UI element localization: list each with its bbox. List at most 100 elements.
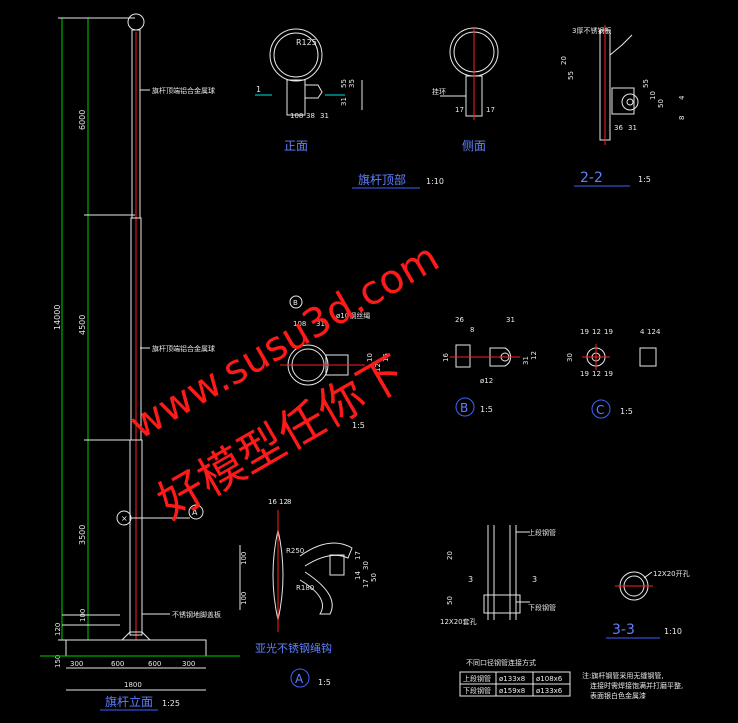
joint-dim-3b: 3 (532, 575, 537, 584)
s22-ring-inner (626, 98, 634, 106)
front-dim-108: 108 (290, 112, 303, 120)
joint-table-title: 不同口径钢管连接方式 (466, 658, 536, 667)
s22-scale: 1:5 (638, 175, 651, 184)
a-dim-17b: 17 (362, 579, 370, 588)
c-dim-bot-12: 12 (592, 370, 601, 378)
c-callout-label: C (596, 403, 604, 417)
s33-note: 12X20开孔 (653, 570, 690, 578)
note-middle: 旗杆顶端铝合金属球 (152, 344, 215, 353)
b-callout-label: B (460, 401, 468, 415)
a-arm-lower (299, 571, 333, 615)
mid-dim-108: 108 (293, 320, 306, 328)
side-dim-17b: 17 (486, 106, 495, 114)
b-dim-8: 8 (470, 326, 474, 334)
joint-dim-50: 50 (446, 596, 454, 605)
b-dim-26: 26 (455, 316, 464, 324)
s22-dim-31: 31 (628, 124, 637, 132)
joint-cell-0-1: ø133x8 (499, 675, 525, 683)
a-callout-circle (290, 668, 310, 688)
note-base: 不锈钢地脚盖板 (172, 610, 221, 619)
base-dim-2: 600 (111, 660, 124, 668)
detail-c: 19 12 19 4 12 4 30 19 12 19 C 1:5 (566, 328, 661, 419)
top-detail-scale: 1:10 (426, 177, 444, 186)
c-dim-bot-19a: 19 (580, 370, 589, 378)
joint-cell-1-1: ø159x8 (499, 687, 525, 695)
pole-elevation: 14000 6000 4500 3500 100 120 150 300 600… (40, 13, 240, 711)
base-dim-4: 300 (182, 660, 195, 668)
front-mark-1: 1 (256, 85, 261, 94)
c-dim-bot-19b: 19 (604, 370, 613, 378)
front-dim-v35: 35 (348, 79, 356, 88)
s22-dim-55b: 55 (642, 79, 650, 88)
joint-dim-20: 20 (446, 551, 454, 560)
joint-cell-1-2: ø133x6 (536, 687, 563, 695)
joint-label-lower: 下段钢管 (528, 603, 556, 612)
front-radius: R125 (296, 38, 317, 47)
c-dim-30: 30 (566, 353, 574, 362)
joint-dim-hole: 12X20套孔 (440, 617, 477, 626)
callout-a-label: A (192, 508, 198, 517)
joint-detail: 上段钢管 下段钢管 20 3 3 50 12X20套孔 不同口径钢管连接方式 上… (440, 525, 571, 697)
a-dim-12: 12 (279, 498, 288, 506)
c-scale: 1:5 (620, 407, 633, 416)
a-dim-100a: 100 (240, 552, 248, 565)
b-dim-d12: ø12 (480, 377, 493, 385)
mid-callout-b-label: B (293, 299, 298, 307)
c-dim-12b: 12 (647, 328, 656, 336)
dim-upper-label: 6000 (78, 110, 87, 130)
s22-dim-8: 8 (678, 116, 686, 120)
base-total: 1800 (124, 681, 142, 689)
b-lug (489, 347, 512, 367)
mid-dim-15: 15 (382, 353, 390, 362)
c-dim-4b: 4 (656, 328, 661, 336)
watermark: www.susu3d.com 好模型任你下 (122, 235, 447, 530)
front-lug (305, 84, 323, 99)
s22-title: 2-2 (580, 170, 603, 186)
a-radius-250: R250 (286, 547, 304, 555)
joint-cell-0-2: ø108x6 (536, 675, 563, 683)
s22-dim-20: 20 (560, 56, 568, 65)
detail-mid: B 108 31 ø10钢丝绳 10 12 15 1:5 (280, 295, 390, 430)
a-dim-14: 14 (354, 571, 362, 580)
top-detail: 1 R125 108 38 31 55 35 31 正面 挂环 17 17 侧面… (255, 27, 499, 189)
elevation-scale: 1:25 (162, 699, 180, 708)
front-dim-38: 38 (306, 112, 315, 120)
b-dim-16: 16 (442, 353, 450, 362)
joint-cell-1-0: 下段钢管 (463, 686, 491, 695)
dim-base-a: 100 (79, 609, 87, 622)
dim-base-b: 120 (54, 623, 62, 636)
c-dim-12: 12 (592, 328, 601, 336)
base-dim-1: 300 (70, 660, 83, 668)
a-title: 亚光不锈钢绳钩 (255, 641, 332, 655)
pole-lower-segment (129, 439, 143, 636)
a-dim-17a: 17 (354, 551, 362, 560)
note-line-3: 表面银白色金属漆 (590, 691, 646, 700)
detail-b: 26 8 31 16 31 12 ø12 B 1:5 (442, 316, 538, 417)
dim-middle-label: 4500 (78, 315, 87, 335)
a-dim-30: 30 (362, 561, 370, 570)
section-2-2: 3厚不锈钢板 20 55 10 50 55 36 31 4 8 2-2 1:5 (560, 25, 686, 187)
s22-dim-55: 55 (567, 71, 575, 80)
s22-dim-4: 4 (678, 95, 686, 100)
a-arm-upper (299, 542, 353, 567)
joint-dim-3a: 3 (468, 575, 473, 584)
s22-ring (621, 93, 639, 111)
section-3-3: 12X20开孔 3-3 1:10 (606, 570, 690, 639)
s22-bracket (609, 34, 633, 56)
s22-dim-10: 10 (649, 91, 657, 100)
s22-clamp (611, 87, 635, 115)
a-scale: 1:5 (318, 678, 331, 687)
dim-total-label: 14000 (53, 305, 62, 330)
front-label: 正面 (284, 139, 308, 153)
mid-dim-12: 12 (374, 363, 382, 372)
elevation-title: 旗杆立面 (105, 694, 153, 709)
general-notes: 注:旗杆钢管采用无缝钢管, 连接时需焊接饱满并打磨平整, 表面银白色金属漆 (582, 671, 683, 700)
callout-a-x: × (121, 514, 128, 523)
c-dim-4a: 4 (640, 328, 645, 336)
joint-cell-0-0: 上段钢管 (463, 674, 491, 683)
s33-title: 3-3 (612, 622, 635, 638)
front-dim-v55: 55 (340, 79, 348, 88)
front-ball (269, 28, 323, 82)
mid-callout-b (289, 295, 303, 309)
